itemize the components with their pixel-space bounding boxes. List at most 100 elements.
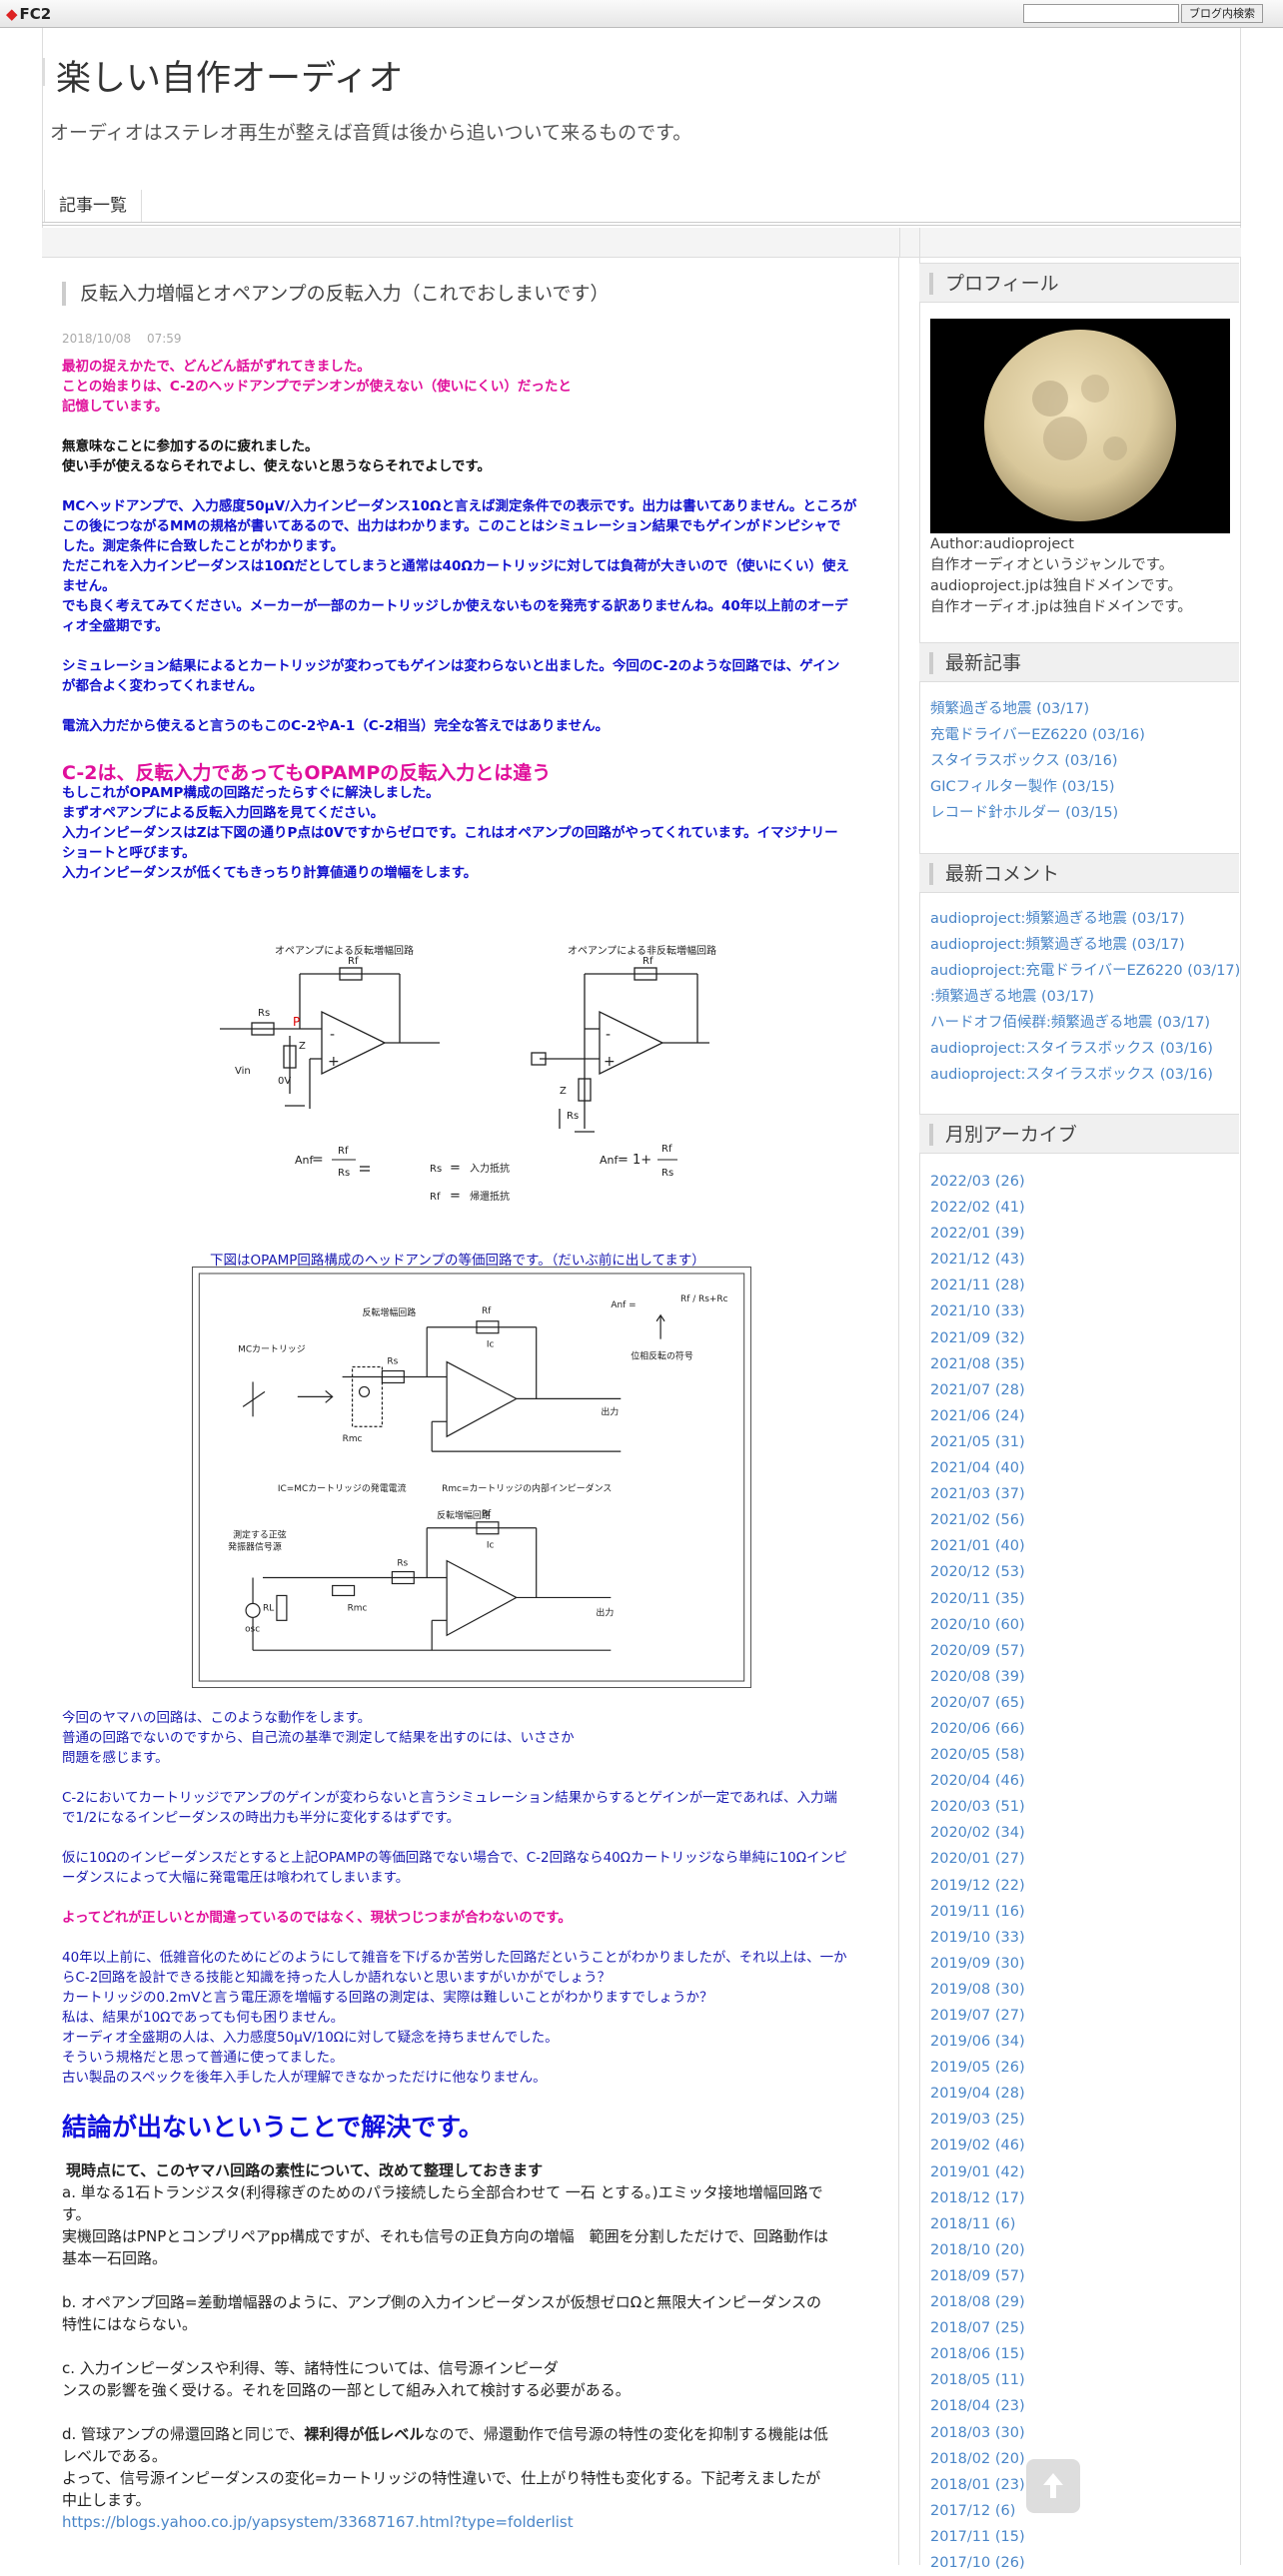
archive-month-link[interactable]: 2020/02 (34) <box>930 1825 1025 1842</box>
blog-search-button[interactable]: ブログ内検索 <box>1181 4 1263 23</box>
monthly-archive-list: 2022/03 (26) 2022/02 (41) 2022/01 (39) 2021… <box>930 1169 1025 2576</box>
archive-month-link[interactable]: 2018/08 (29) <box>930 2294 1025 2311</box>
post-paragraph: MCヘッドアンプで、入力感度50μV/入力インピーダンス10Ωと言えば測定条件で… <box>62 498 857 634</box>
archive-month-link[interactable]: 2021/06 (24) <box>930 1407 1025 1424</box>
comment-link[interactable]: :頻繁過ぎる地震 (03/17) <box>930 989 1095 1005</box>
recent-post-link[interactable]: 充電ドライバーEZ6220 (03/16) <box>930 727 1145 743</box>
archive-month-link[interactable]: 2017/10 (26) <box>930 2554 1025 2571</box>
archive-month-link[interactable]: 2021/03 (37) <box>930 1486 1025 1503</box>
archive-month-link[interactable]: 2019/04 (28) <box>930 2086 1025 2103</box>
post-paragraph: もしこれがOPAMP構成の回路だったらすぐに解決しました。まずオペアンプによる反… <box>62 785 838 881</box>
archive-month-link[interactable]: 2019/12 (22) <box>930 1877 1025 1894</box>
nav-article-list[interactable]: 記事一覧 <box>44 190 142 222</box>
archive-month-link[interactable]: 2020/10 (60) <box>930 1616 1025 1633</box>
recent-comments-list: audioproject:頻繁過ぎる地震 (03/17) audioprojec… <box>930 906 1240 1088</box>
archive-month-link[interactable]: 2019/09 (30) <box>930 1955 1025 1972</box>
blog-search-input[interactable] <box>1023 4 1179 23</box>
svg-text:反転増幅回路: 反転増幅回路 <box>437 1509 491 1521</box>
svg-text:発振器信号源: 発振器信号源 <box>228 1541 282 1553</box>
archive-month-link[interactable]: 2017/11 (15) <box>930 2528 1025 2545</box>
archive-month-link[interactable]: 2018/01 (23) <box>930 2476 1025 2493</box>
archive-month-link[interactable]: 2019/08 (30) <box>930 1981 1025 1998</box>
archive-month-link[interactable]: 2020/12 (53) <box>930 1564 1025 1581</box>
recent-post-link[interactable]: 頻繁過ぎる地震 (03/17) <box>930 701 1090 717</box>
svg-text:+: + <box>604 1054 616 1070</box>
post-title: 反転入力増幅とオペアンプの反転入力（これでおしまいです） <box>62 282 610 306</box>
post-paragraph: 今回のヤマハの回路は、このような動作をします。普通の回路でないのですから、自己流… <box>62 1710 575 1766</box>
comment-link[interactable]: audioproject:頻繁過ぎる地震 (03/17) <box>930 937 1185 953</box>
recent-post-link[interactable]: レコード針ホルダー (03/15) <box>930 805 1119 821</box>
archive-month-link[interactable]: 2022/03 (26) <box>930 1174 1025 1190</box>
archive-month-link[interactable]: 2020/04 (46) <box>930 1773 1025 1790</box>
archive-month-link[interactable]: 2018/12 (17) <box>930 2189 1025 2206</box>
archive-month-link[interactable]: 2020/08 (39) <box>930 1668 1025 1685</box>
main-column <box>42 258 899 2565</box>
svg-text:Rmc=カートリッジの内部インピーダンス: Rmc=カートリッジの内部インピーダンス <box>442 1482 612 1494</box>
figure-caption: 下図はOPAMP回路構成のヘッドアンプの等価回路です。（だいぶ前に出してます） <box>210 1253 705 1269</box>
archive-month-link[interactable]: 2018/06 (15) <box>930 2346 1025 2363</box>
svg-text:位相反転の符号: 位相反転の符号 <box>631 1350 693 1362</box>
nav-divider <box>42 222 1241 226</box>
svg-text:=: = <box>450 1161 461 1176</box>
archive-month-link[interactable]: 2020/07 (65) <box>930 1694 1025 1711</box>
archive-month-link[interactable]: 2021/11 (28) <box>930 1278 1025 1294</box>
comment-link[interactable]: audioproject:スタイラスボックス (03/16) <box>930 1041 1213 1057</box>
archive-month-link[interactable]: 2020/06 (66) <box>930 1720 1025 1737</box>
archive-month-link[interactable]: 2018/03 (30) <box>930 2424 1025 2441</box>
archive-month-link[interactable]: 2019/05 (26) <box>930 2060 1025 2077</box>
archive-month-link[interactable]: 2022/02 (41) <box>930 1200 1025 1217</box>
archive-month-link[interactable]: 2021/05 (31) <box>930 1433 1025 1450</box>
moon-icon <box>984 330 1176 521</box>
svg-text:Rs: Rs <box>338 1168 350 1179</box>
archive-month-link[interactable]: 2021/08 (35) <box>930 1355 1025 1372</box>
archive-month-link[interactable]: 2020/09 (57) <box>930 1642 1025 1659</box>
archive-month-link[interactable]: 2021/02 (56) <box>930 1512 1025 1529</box>
archive-month-link[interactable]: 2021/10 (33) <box>930 1303 1025 1320</box>
archive-month-link[interactable]: 2019/03 (25) <box>930 2112 1025 2129</box>
archive-month-link[interactable]: 2018/09 (57) <box>930 2267 1025 2284</box>
recent-post-link[interactable]: GICフィルター製作 (03/15) <box>930 779 1115 795</box>
archive-month-link[interactable]: 2019/10 (33) <box>930 1929 1025 1946</box>
archive-month-link[interactable]: 2018/05 (11) <box>930 2372 1025 2389</box>
archive-month-link[interactable]: 2019/01 (42) <box>930 2163 1025 2180</box>
svg-text:反転増幅回路: 反転増幅回路 <box>363 1306 417 1318</box>
archive-month-link[interactable]: 2018/11 (6) <box>930 2215 1016 2232</box>
comment-link[interactable]: ハードオフ佰候群:頻繁過ぎる地震 (03/17) <box>930 1015 1211 1031</box>
comment-link[interactable]: audioproject:頻繁過ぎる地震 (03/17) <box>930 911 1185 927</box>
archive-month-link[interactable]: 2019/07 (27) <box>930 2008 1025 2024</box>
archive-month-link[interactable]: 2021/07 (28) <box>930 1381 1025 1398</box>
recent-post-link[interactable]: スタイラスボックス (03/16) <box>930 753 1118 769</box>
blog-title[interactable]: 楽しい自作オーディオ <box>56 59 404 99</box>
archive-month-link[interactable]: 2022/01 (39) <box>930 1226 1025 1243</box>
archive-month-link[interactable]: 2021/01 (40) <box>930 1538 1025 1555</box>
archive-month-link[interactable]: 2019/11 (16) <box>930 1903 1025 1920</box>
archive-month-link[interactable]: 2020/05 (58) <box>930 1747 1025 1764</box>
archive-month-link[interactable]: 2021/04 (40) <box>930 1460 1025 1477</box>
fig1-title-noninverting: オペアンプによる非反転増幅回路 <box>568 944 716 957</box>
scroll-to-top-button[interactable] <box>1026 2459 1080 2513</box>
svg-text:Rf: Rf <box>482 1306 492 1316</box>
archive-month-link[interactable]: 2020/01 (27) <box>930 1851 1025 1868</box>
archive-month-link[interactable]: 2021/09 (32) <box>930 1329 1025 1346</box>
archive-month-link[interactable]: 2017/12 (6) <box>930 2502 1016 2519</box>
svg-text:Ic: Ic <box>487 1541 495 1551</box>
archive-month-link[interactable]: 2020/11 (35) <box>930 1590 1025 1607</box>
post-paragraph: c. 入力インピーダンスや利得、等、諸特性については、信号源インピーダンスの影響… <box>62 2359 631 2399</box>
recent-comments-heading: 最新コメント <box>919 853 1239 893</box>
svg-text:Rs: Rs <box>387 1357 398 1367</box>
archive-month-link[interactable]: 2018/10 (20) <box>930 2241 1025 2258</box>
external-link[interactable]: https://blogs.yahoo.co.jp/yapsystem/3368… <box>62 2513 574 2531</box>
archive-month-link[interactable]: 2019/02 (46) <box>930 2138 1025 2154</box>
comment-link[interactable]: audioproject:スタイラスボックス (03/16) <box>930 1067 1213 1083</box>
blog-description: オーディオはステレオ再生が整えば音質は後から追いついて来るものです。 <box>50 122 692 144</box>
post-paragraph: 40年以上前に、低雑音化のためにどのようにして雑音を下げるか苦労した回路だという… <box>62 1950 847 2086</box>
archive-month-link[interactable]: 2019/06 (34) <box>930 2034 1025 2051</box>
archive-month-link[interactable]: 2018/04 (23) <box>930 2398 1025 2415</box>
archive-month-link[interactable]: 2021/12 (43) <box>930 1252 1025 1269</box>
archive-month-link[interactable]: 2018/07 (25) <box>930 2320 1025 2337</box>
fc2-logo[interactable]: ◆FC2 <box>6 5 52 23</box>
archive-month-link[interactable]: 2020/03 (51) <box>930 1799 1025 1816</box>
comment-link[interactable]: audioproject:充電ドライバーEZ6220 (03/17) <box>930 963 1241 979</box>
archive-month-link[interactable]: 2018/02 (20) <box>930 2450 1025 2467</box>
